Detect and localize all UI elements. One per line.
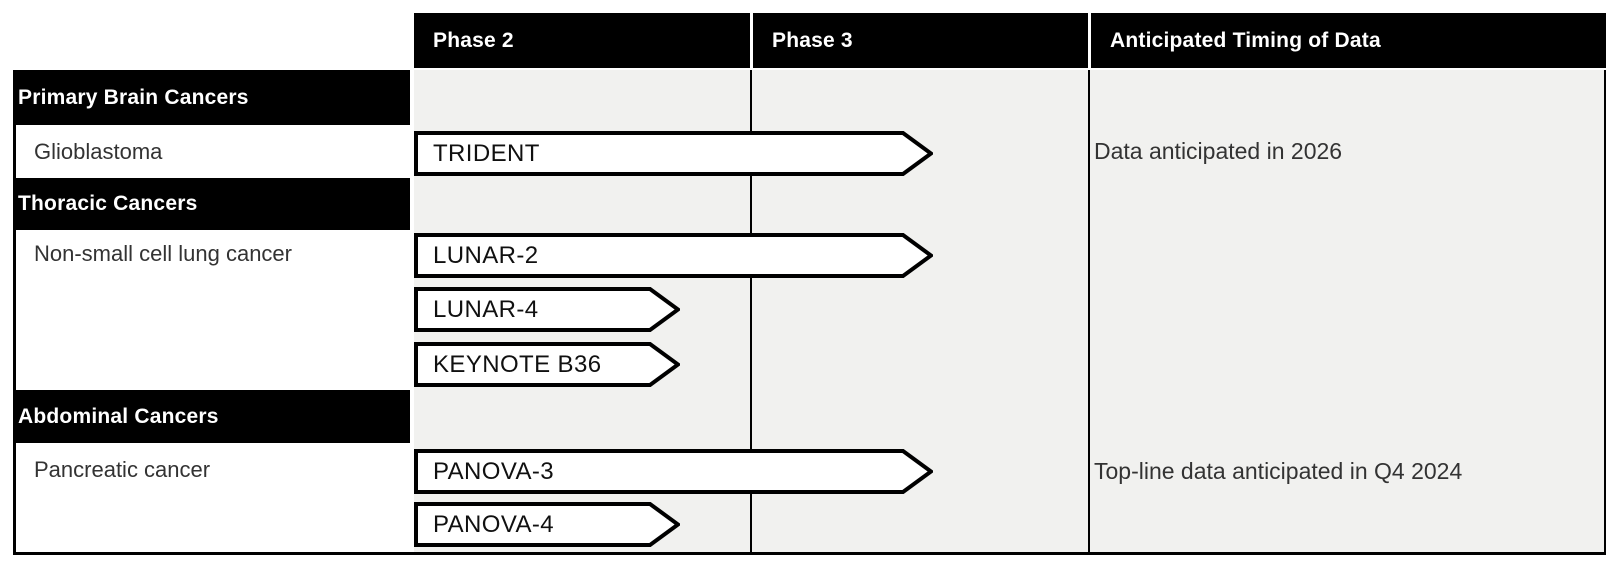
- trial-arrow-panova-3: PANOVA-3: [414, 449, 933, 494]
- trial-arrow-lunar-2: LUNAR-2: [414, 233, 933, 278]
- category-label: Primary Brain Cancers: [18, 85, 249, 109]
- category-band-thoracic-cancers: Thoracic Cancers: [13, 178, 410, 230]
- trial-label: LUNAR-2: [433, 241, 539, 269]
- indication-label: Non-small cell lung cancer: [34, 241, 292, 266]
- indication-cell-glioblastoma: Glioblastoma: [16, 125, 410, 178]
- divider-phase3-timing: [1088, 70, 1090, 552]
- table-left-border: [13, 70, 16, 552]
- category-label: Abdominal Cancers: [18, 404, 219, 428]
- trial-arrow-lunar-4: LUNAR-4: [414, 287, 680, 332]
- trial-label: LUNAR-4: [433, 295, 539, 323]
- column-header-anticipated-timing: Anticipated Timing of Data: [1091, 13, 1606, 68]
- divider-phase2-phase3: [750, 70, 752, 552]
- arrow-shape: [414, 502, 680, 547]
- column-header-phase3-label: Phase 3: [772, 28, 853, 52]
- arrow-shape: [414, 449, 933, 494]
- timing-note-glioblastoma: Data anticipated in 2026: [1094, 125, 1342, 178]
- indication-label: Glioblastoma: [34, 138, 163, 164]
- trial-arrow-trident: TRIDENT: [414, 131, 933, 176]
- timing-text: Data anticipated in 2026: [1094, 138, 1343, 164]
- arrow-shape: [414, 233, 933, 278]
- indication-cell-pancreatic-cancer: Pancreatic cancer: [16, 443, 410, 552]
- column-header-phase3: Phase 3: [753, 13, 1088, 68]
- trial-arrow-panova-4: PANOVA-4: [414, 502, 680, 547]
- table-right-border: [1604, 70, 1606, 552]
- arrow-shape: [414, 342, 680, 387]
- column-header-phase2: Phase 2: [414, 13, 750, 68]
- category-band-abdominal-cancers: Abdominal Cancers: [13, 390, 410, 443]
- timing-note-pancreatic: Top-line data anticipated in Q4 2024: [1094, 449, 1462, 494]
- arrow-shape: [414, 287, 680, 332]
- table-bottom-border: [13, 552, 1606, 555]
- timing-text: Top-line data anticipated in Q4 2024: [1094, 458, 1463, 484]
- trial-label: TRIDENT: [433, 139, 540, 167]
- column-header-anticipated-timing-label: Anticipated Timing of Data: [1110, 28, 1381, 52]
- indication-label: Pancreatic cancer: [34, 457, 211, 482]
- category-band-primary-brain-cancers: Primary Brain Cancers: [13, 70, 410, 125]
- trial-arrow-keynote-b36: KEYNOTE B36: [414, 342, 680, 387]
- trial-label: PANOVA-4: [433, 510, 555, 538]
- column-header-phase2-label: Phase 2: [433, 28, 514, 52]
- trial-label: KEYNOTE B36: [433, 350, 602, 378]
- category-label: Thoracic Cancers: [18, 192, 198, 215]
- trial-label: PANOVA-3: [433, 457, 555, 485]
- indication-cell-nsclc: Non-small cell lung cancer: [16, 230, 410, 390]
- arrow-shape: [414, 131, 933, 176]
